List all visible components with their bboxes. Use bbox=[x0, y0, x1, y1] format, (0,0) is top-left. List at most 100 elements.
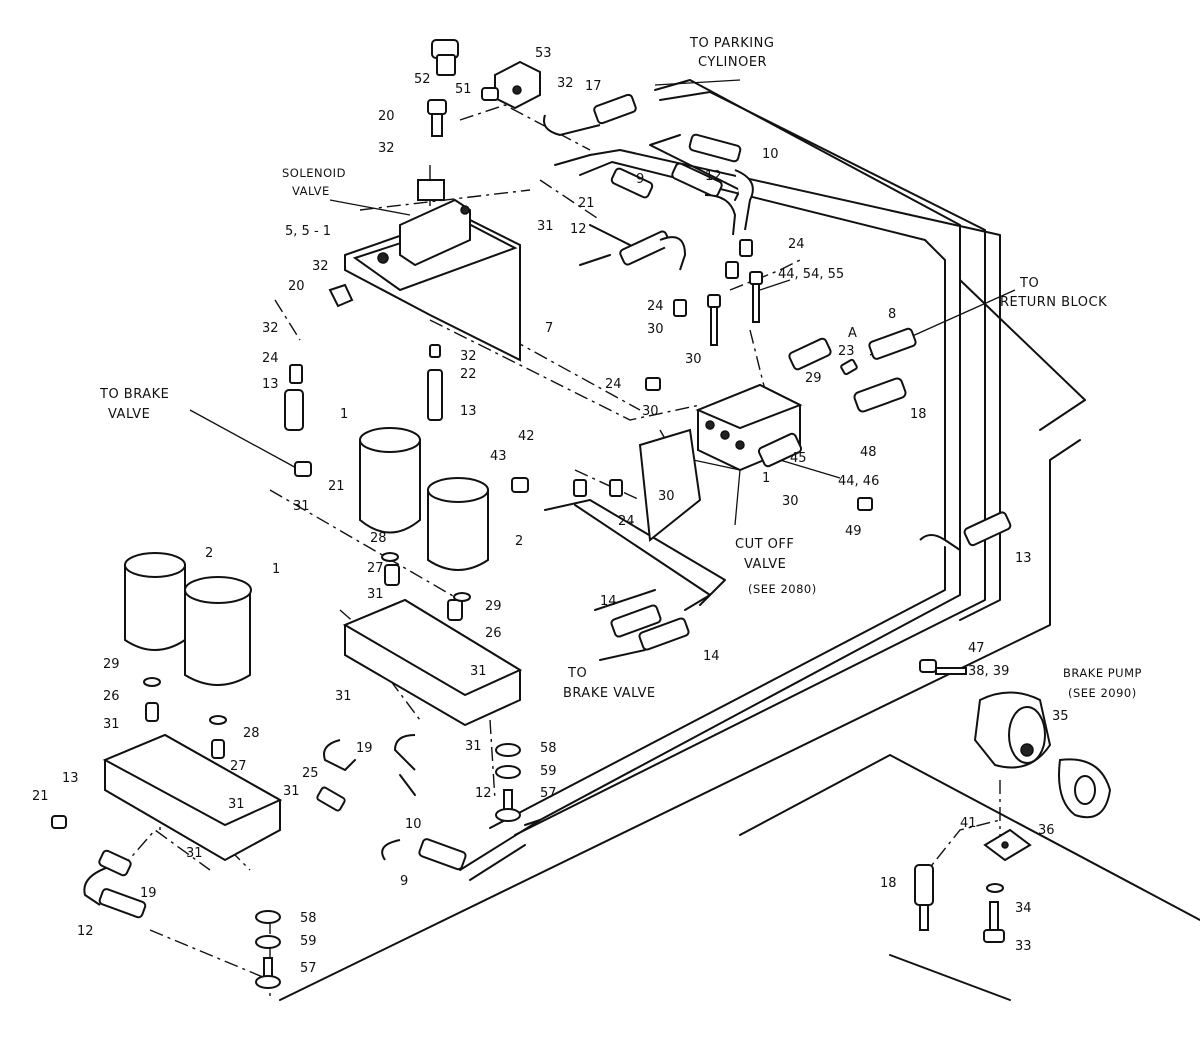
callout-31: 31 bbox=[293, 499, 310, 514]
callout-21: 21 bbox=[328, 479, 345, 494]
callout-13: 13 bbox=[262, 377, 279, 392]
callout-31: 31 bbox=[186, 846, 203, 861]
callout-58: 58 bbox=[540, 741, 557, 756]
callout-24: 24 bbox=[788, 237, 805, 252]
callout-31: 31 bbox=[470, 664, 487, 679]
brake-pump bbox=[973, 691, 1112, 819]
callout-32: 32 bbox=[378, 141, 395, 156]
part-20-bolt-left bbox=[328, 283, 354, 308]
callout-31: 31 bbox=[335, 689, 352, 704]
leader-solenoid bbox=[329, 199, 411, 216]
label-brake-pump: BRAKE PUMP bbox=[1063, 666, 1142, 680]
label-cut-off-1: CUT OFF bbox=[735, 537, 794, 552]
callout-27: 27 bbox=[230, 759, 247, 774]
return-line-4 bbox=[489, 161, 946, 829]
callout-18: 18 bbox=[910, 407, 927, 422]
part-18-fitting-right bbox=[853, 377, 907, 413]
callout-24: 24 bbox=[262, 351, 279, 366]
label-to-brake-bottom-2: BRAKE VALVE bbox=[563, 686, 656, 701]
text-labels: TO PARKING CYLINOER SOLENOID VALVE TO RE… bbox=[99, 36, 1142, 701]
dash-right bbox=[729, 259, 801, 411]
callout-42: 42 bbox=[518, 429, 535, 444]
callout-22: 22 bbox=[460, 367, 477, 382]
center-lines bbox=[119, 104, 1001, 1000]
callout-29: 29 bbox=[103, 657, 120, 672]
callout-31: 31 bbox=[367, 587, 384, 602]
callout-45: 45 bbox=[790, 451, 807, 466]
hydraulic-lines bbox=[279, 79, 1200, 1001]
callout-13: 13 bbox=[1015, 551, 1032, 566]
part-9-fitting-upper bbox=[610, 167, 654, 199]
callout-14: 14 bbox=[703, 649, 720, 664]
pump-frame bbox=[739, 754, 1200, 1001]
callout-31: 31 bbox=[283, 784, 300, 799]
callout-57: 57 bbox=[540, 786, 557, 801]
label-to-parking-2: CYLINOER bbox=[698, 55, 767, 70]
label-to-return-1: TO bbox=[1019, 276, 1039, 291]
leader-brake-left bbox=[189, 409, 301, 471]
callout-38-39: 38, 39 bbox=[968, 664, 1009, 679]
leader-4446 bbox=[779, 459, 841, 479]
right-loop-line bbox=[959, 279, 1086, 431]
callout-8: 8 bbox=[888, 307, 896, 322]
callout-30: 30 bbox=[782, 494, 799, 509]
return-line-3 bbox=[554, 149, 1001, 621]
callout-48: 48 bbox=[860, 445, 877, 460]
callout-43: 43 bbox=[490, 449, 507, 464]
part-17-hose bbox=[543, 93, 637, 137]
callout-35: 35 bbox=[1052, 709, 1069, 724]
callout-24: 24 bbox=[618, 514, 635, 529]
label-cut-off-2: VALVE bbox=[744, 557, 786, 572]
callout-20: 20 bbox=[288, 279, 305, 294]
callout-2: 2 bbox=[205, 546, 213, 561]
dash-bottom bbox=[149, 920, 271, 1000]
label-to-brake-left-2: VALVE bbox=[108, 407, 150, 422]
part-13-fitting-left bbox=[284, 389, 304, 431]
callout-30: 30 bbox=[685, 352, 702, 367]
part-10-fitting-upper bbox=[688, 133, 742, 163]
part-53-tee bbox=[481, 60, 541, 110]
washers-57-58-59-lower bbox=[255, 910, 281, 989]
callout-21: 21 bbox=[32, 789, 49, 804]
callout-19: 19 bbox=[356, 741, 373, 756]
label-solenoid-2: VALVE bbox=[292, 184, 330, 198]
callout-2: 2 bbox=[515, 534, 523, 549]
brake-valve-line-2 bbox=[574, 504, 711, 611]
dash-solenoid bbox=[359, 179, 601, 221]
callout-28: 28 bbox=[243, 726, 260, 741]
callout-numbers: 52 51 53 32 17 20 32 21 31 5, 5 - 1 10 9… bbox=[32, 46, 1069, 976]
part-21-fitting-lower bbox=[51, 815, 67, 829]
part-43-bolt bbox=[511, 477, 529, 493]
accumulator-2-left bbox=[124, 552, 186, 651]
part-20-bolt-top bbox=[427, 99, 447, 137]
callout-58: 58 bbox=[300, 911, 317, 926]
label-to-brake-bottom-1: TO bbox=[567, 666, 587, 681]
callout-12: 12 bbox=[475, 786, 492, 801]
cut-off-plate bbox=[638, 428, 702, 542]
label-brake-pump-ref: (SEE 2090) bbox=[1068, 686, 1137, 700]
brake-valve-line-3 bbox=[594, 589, 656, 661]
callout-12: 12 bbox=[570, 222, 587, 237]
callout-13: 13 bbox=[62, 771, 79, 786]
callout-26: 26 bbox=[103, 689, 120, 704]
accumulator-block-left bbox=[102, 733, 283, 862]
callout-41: 41 bbox=[960, 816, 977, 831]
part-9-hose-lower bbox=[381, 838, 467, 871]
callout-47: 47 bbox=[968, 641, 985, 656]
part-47-bolt bbox=[919, 659, 967, 675]
callout-27: 27 bbox=[367, 561, 384, 576]
callout-30: 30 bbox=[642, 404, 659, 419]
callout-7: 7 bbox=[545, 321, 553, 336]
callout-20: 20 bbox=[378, 109, 395, 124]
callout-9: 9 bbox=[636, 172, 644, 187]
callout-25: 25 bbox=[302, 766, 319, 781]
part-12-fitting-mid bbox=[619, 230, 687, 271]
callout-5: 5, 5 - 1 bbox=[285, 224, 331, 239]
callout-10: 10 bbox=[762, 147, 779, 162]
callout-1: 1 bbox=[272, 562, 280, 577]
callout-32: 32 bbox=[262, 321, 279, 336]
part-33-bolt bbox=[983, 883, 1005, 943]
return-line-2 bbox=[514, 91, 986, 836]
part-14-fittings bbox=[610, 604, 690, 651]
